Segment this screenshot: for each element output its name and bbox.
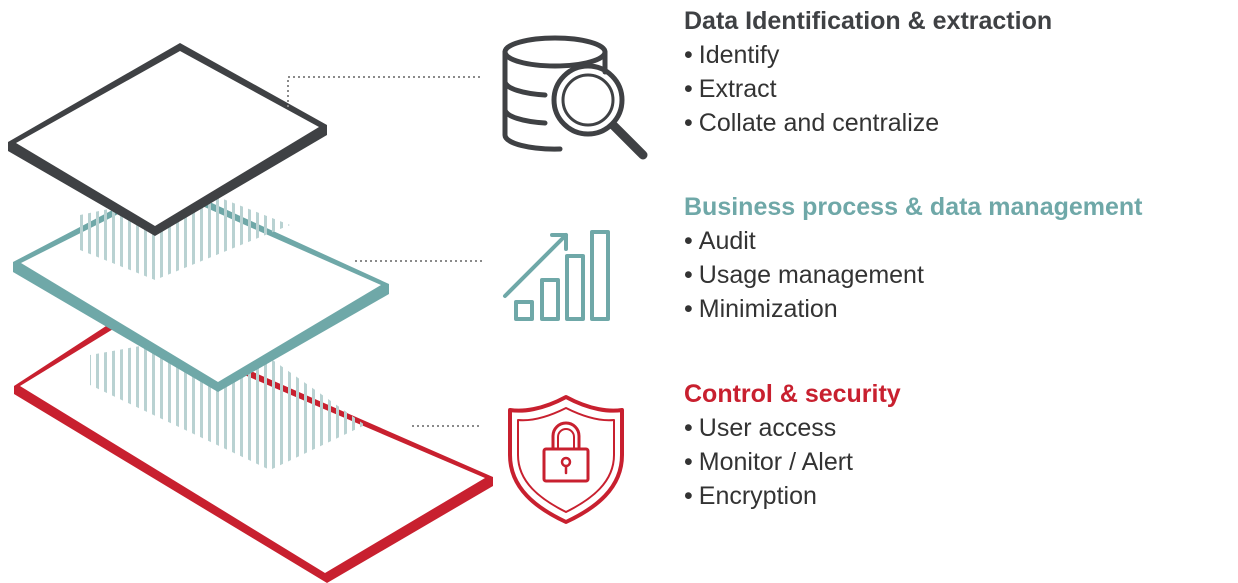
list-item: •Audit (684, 227, 756, 255)
section-business-process: Business process & data management •Audi… (684, 192, 1238, 326)
list-item: •User access (684, 414, 837, 442)
teal-shadow-hatch (90, 330, 365, 470)
list-item: •Minimization (684, 295, 838, 323)
database-search-icon (502, 35, 648, 160)
shield-lock-icon (508, 395, 624, 524)
list-item: •Collate and centralize (684, 109, 940, 137)
list-item: •Monitor / Alert (684, 448, 853, 476)
list-item: •Encryption (684, 482, 817, 510)
item-list: •Identify •Extract •Collate and centrali… (684, 38, 1238, 140)
section-control-security: Control & security •User access •Monitor… (684, 379, 1238, 513)
list-item: •Identify (684, 41, 780, 69)
list-item: •Usage management (684, 261, 924, 289)
section-title: Business process & data management (684, 193, 1143, 221)
item-list: •Audit •Usage management •Minimization (684, 224, 1238, 326)
connector-lines (287, 76, 482, 427)
section-data-identification: Data Identification & extraction •Identi… (684, 6, 1238, 140)
growth-chart-icon (503, 230, 610, 321)
list-item: •Extract (684, 75, 777, 103)
item-list: •User access •Monitor / Alert •Encryptio… (684, 411, 1238, 513)
connector-top (287, 76, 482, 107)
section-title: Data Identification & extraction (684, 7, 1053, 35)
dark-layer (8, 43, 327, 236)
section-title: Control & security (684, 380, 901, 408)
